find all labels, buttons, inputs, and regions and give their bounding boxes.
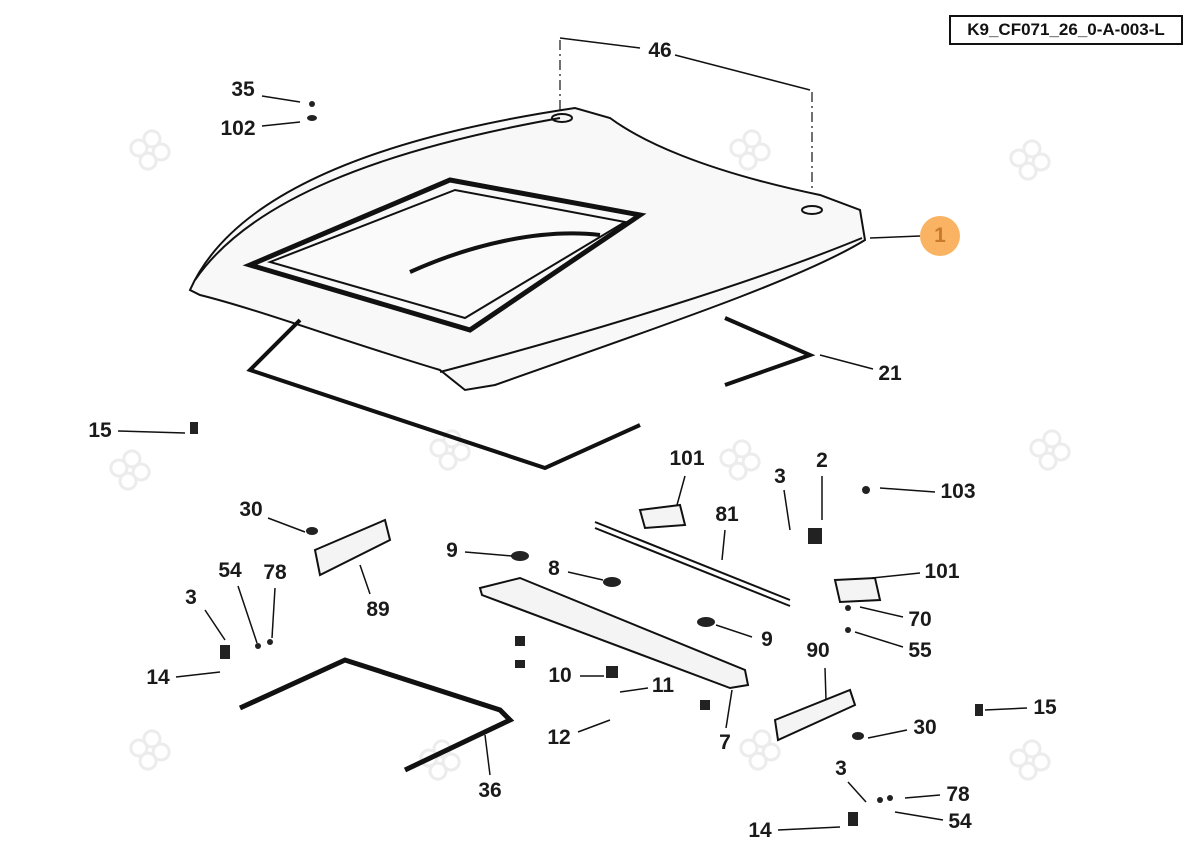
leader-line [261,121,301,127]
part-label[interactable]: 3 [835,757,847,780]
leader-line [577,719,611,733]
part-label[interactable]: 101 [924,560,960,583]
leader-line [871,572,921,579]
part-label[interactable]: 12 [547,726,571,749]
part-label[interactable]: 21 [878,362,902,385]
part-label[interactable]: 54 [218,559,242,582]
part-label[interactable]: 101 [669,447,705,470]
part-label[interactable]: 15 [1033,696,1057,719]
roof-panel[interactable] [188,106,867,392]
leader-line [237,585,258,644]
leader-line [783,489,791,531]
part-label[interactable]: 55 [908,639,932,662]
watermark-logo [429,429,471,471]
leader-line [869,235,921,239]
watermark-logo [129,729,171,771]
rail-7[interactable] [478,576,750,690]
leader-line [261,95,301,103]
part-label[interactable]: 54 [948,810,972,833]
leader-line [854,631,904,648]
leader-line [267,517,306,533]
watermark-logo [729,129,771,171]
part-label[interactable]: 3 [185,586,197,609]
small-parts[interactable] [190,101,983,826]
seal-21[interactable] [246,316,816,471]
leader-line [859,606,904,618]
part-label[interactable]: 9 [761,628,773,651]
watermark-logo [1009,739,1051,781]
leader-line [725,689,733,729]
part-label[interactable]: 30 [913,716,937,739]
part-label[interactable]: 90 [806,639,830,662]
part-label[interactable]: 103 [940,480,976,503]
bracket-89[interactable] [313,518,392,577]
part-label[interactable]: 102 [220,117,256,140]
leader-line [715,624,753,638]
seal-36[interactable] [238,657,515,773]
part-label[interactable]: 11 [651,674,675,697]
part-label[interactable]: 2 [816,449,828,472]
bracket-90[interactable] [773,688,857,742]
watermark-logo [739,729,781,771]
callout-highlighted-part[interactable]: 1 [920,216,960,256]
diagram-reference-code: K9_CF071_26_0-A-003-L [949,15,1183,45]
part-label[interactable]: 9 [446,539,458,562]
leader-line [676,475,686,506]
leader-line [464,551,513,557]
watermark-logo [1009,139,1051,181]
leader-line [117,430,186,434]
leader-line [559,37,641,49]
part-label[interactable]: 30 [239,498,263,521]
leader-line [894,811,944,821]
part-label[interactable]: 89 [366,598,390,621]
part-label[interactable]: 14 [146,666,170,689]
leader-line [879,487,936,493]
part-label[interactable]: 10 [548,664,572,687]
part-label[interactable]: 8 [548,557,560,580]
centerline [559,40,813,190]
leader-line [984,707,1028,711]
part-label[interactable]: 81 [715,503,739,526]
leader-line [567,571,604,581]
part-label[interactable]: 78 [946,783,970,806]
part-label[interactable]: 35 [231,78,255,101]
leader-line [271,587,276,639]
part-label[interactable]: 14 [748,819,772,842]
leader-line [904,794,941,799]
bracket-101[interactable] [638,503,882,604]
part-label[interactable]: 36 [478,779,502,802]
leader-line [175,671,221,678]
leader-line [867,729,908,739]
leader-line [824,667,827,701]
leader-line [674,54,811,91]
leader-line [847,781,867,803]
part-label[interactable]: 70 [908,608,932,631]
leader-line [619,687,649,693]
leader-line [721,529,726,561]
watermark-logo [129,129,171,171]
watermark-logo [109,449,151,491]
leader-line [777,826,841,831]
leader-line [484,734,491,776]
leader-line [204,609,226,641]
part-label[interactable]: 3 [774,465,786,488]
part-label[interactable]: 78 [263,561,287,584]
leader-line [819,354,874,370]
watermark-logo [1029,429,1071,471]
leader-line [359,564,371,595]
watermark-logo [719,439,761,481]
part-label[interactable]: 7 [719,731,731,754]
part-label[interactable]: 46 [648,39,672,62]
part-label[interactable]: 15 [88,419,112,442]
bar-81[interactable] [594,521,791,607]
